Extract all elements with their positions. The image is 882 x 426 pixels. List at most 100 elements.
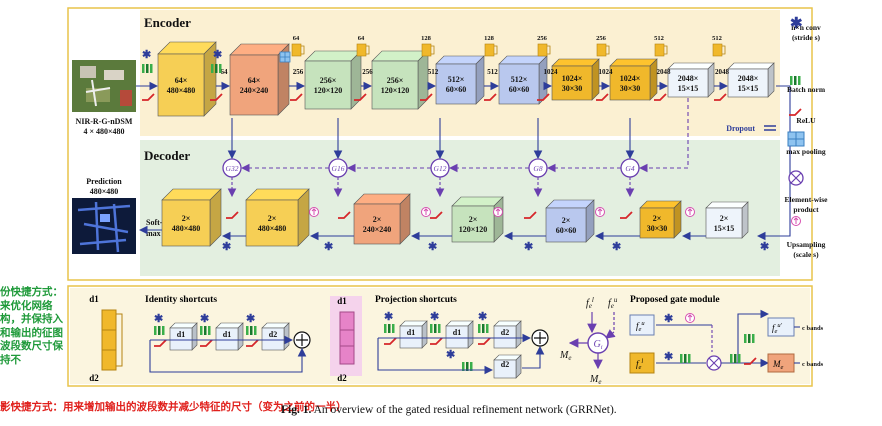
identity-conv-icon-1: ✱: [154, 313, 163, 325]
encoder-relu-mark-5: [420, 93, 433, 101]
softmax-label-2: max: [146, 229, 161, 238]
decoder-relu-icon-5: [620, 211, 633, 219]
encoder-block-6-label-1: 512×: [511, 75, 528, 84]
encoder-block-4-label-1: 256×: [387, 76, 404, 85]
decoder-block-7-label-2: 15×15: [714, 224, 735, 233]
decoder-block-2-label-1: 2×: [268, 214, 277, 223]
annotation-note-top: 份快捷方式：来优化网络构，并保持入和输出的征图波段数尺寸保持不: [0, 286, 63, 366]
svg-text:✱: ✱: [246, 313, 255, 325]
decoder-block-3-label-2: 240×240: [363, 225, 392, 234]
identity-skip-line: [149, 340, 307, 373]
svg-text:Me: Me: [772, 359, 784, 371]
projection-chain: d1✱d1✱d2✱d2✱: [377, 311, 549, 379]
projection-block-3-label-1: d2: [501, 328, 509, 337]
encoder-title: Encoder: [144, 15, 191, 30]
encoder-channel-label-4: 512: [428, 68, 439, 76]
projection-block-4: d2: [493, 354, 522, 379]
gate-module-bn-icon-1: [680, 354, 691, 363]
projection-relu-icon-2: [430, 337, 443, 345]
identity-block-1-label-1: d1: [177, 330, 185, 339]
decoder-conv-icon-1: ✱: [222, 241, 231, 253]
svg-text:✱: ✱: [213, 49, 222, 61]
svg-text:✱: ✱: [664, 351, 673, 363]
identity-conv-icon-2: ✱: [200, 313, 209, 325]
decoder-upsampling-icon-5: [685, 207, 695, 217]
encoder-block-3-label-1: 256×: [320, 76, 337, 85]
encoder-block-2: 64×240×240: [229, 43, 290, 116]
encoder-shortcut-label-7: 512: [654, 35, 664, 42]
encoder-shortcut-icon-7: [654, 43, 668, 57]
prediction-image: [72, 198, 136, 254]
projection-block-1-label-1: d1: [407, 328, 415, 337]
projection-block-4-label-1: d2: [501, 360, 509, 369]
legend-batch-norm-icon: [790, 76, 801, 85]
decoder-upsampling-icon-2: [421, 207, 431, 217]
input-size: 4 × 480×480: [83, 127, 124, 136]
encoder-block-5-label-2: 60×60: [446, 85, 467, 94]
decoder-block-7: 2×15×15: [705, 201, 749, 239]
svg-text:feu': feu': [772, 322, 783, 335]
encoder-layer: 64×480×48064×240×240256×120×120256×120×1…: [136, 35, 775, 117]
decoder-conv-icon-2: ✱: [324, 241, 333, 253]
decoder-block-5-label-1: 2×: [562, 216, 571, 225]
encoder-relu-mark-9: [654, 93, 667, 101]
svg-text:✱: ✱: [760, 241, 769, 253]
encoder-block-1-label-1: 64×: [175, 76, 188, 85]
encoder-shortcut-label-2: 64: [358, 35, 365, 42]
projection-d1-top: d1: [337, 296, 347, 306]
gate-label-3: G12: [434, 164, 447, 173]
gate-module-title: Proposed gate module: [630, 295, 720, 305]
identity-title: Identity shortcuts: [145, 295, 217, 305]
decoder-upsampling-icon-1: [309, 207, 319, 217]
encoder-block-2-label-2: 240×240: [240, 86, 269, 95]
legend-item-3-label-1: ReLU: [796, 116, 816, 125]
encoder-block-9-label-2: 15×15: [678, 84, 699, 93]
input-label: NIR-R-G-nDSM: [76, 117, 133, 126]
decoder-block-6: 2×30×30: [639, 200, 682, 239]
decoder-upsampling-icon-4: [595, 207, 605, 217]
decoder-block-4: 2×120×120: [451, 196, 504, 243]
gate-module-relu-icon: [744, 357, 757, 365]
top-frame: [67, 7, 813, 281]
gate-module-up-icon: [685, 313, 695, 323]
decoder-relu-icon-4: [524, 211, 537, 219]
legend-item-2-label-1: Batch norm: [787, 85, 826, 94]
decoder-upsampling-icon-3: [493, 207, 503, 217]
decoder-block-4-label-1: 2×: [469, 215, 478, 224]
gate-module-bn-icon-2: [730, 354, 741, 363]
identity-relu-icon-3: [246, 339, 259, 347]
prediction-label: Prediction: [86, 177, 122, 186]
gate-module-bn-icon-3: [744, 334, 755, 343]
svg-text:✱: ✱: [324, 241, 333, 253]
encoder-shortcut-icon-5: [537, 43, 551, 57]
encoder-channel-label-8: 2048: [657, 68, 672, 76]
encoder-block-9: 2048×15×15: [667, 62, 715, 98]
decoder-block-1: 2×480×480: [161, 188, 222, 247]
projection-conv-icon-3: ✱: [478, 311, 487, 323]
encoder-shortcut-label-6: 256: [596, 35, 607, 42]
legend-item-1-label-1: n×n conv: [791, 23, 821, 32]
encoder-shortcut-icon-1: [291, 43, 305, 57]
encoder-relu-mark-7: [537, 93, 550, 101]
encoder-block-1-label-2: 480×480: [167, 86, 196, 95]
identity-block-1: d1: [169, 322, 198, 351]
gate-label-2: G16: [332, 164, 345, 173]
projection-block-2: d1: [445, 320, 474, 349]
gate-detail-fl: fel: [586, 296, 594, 310]
legend-conv-icon: ✱: [790, 16, 803, 32]
caption-text: An overview of the gated residual refine…: [311, 404, 617, 416]
identity-relu-icon-2: [200, 339, 213, 347]
projection-conv-icon-1: ✱: [384, 311, 393, 323]
decoder-block-3-label-1: 2×: [373, 215, 382, 224]
legend-item-1-label-2: (stride s): [792, 33, 821, 42]
svg-text:✱: ✱: [384, 311, 393, 323]
legend-item-6-label-1: Upsampling: [787, 240, 826, 249]
svg-text:✱: ✱: [428, 241, 437, 253]
identity-d2-bottom: d2: [89, 373, 99, 383]
projection-bn-icon-3: [478, 324, 489, 333]
gate-cbands-2: c bands: [802, 361, 824, 368]
bottleneck-dashed-line: [638, 98, 689, 173]
encoder-shortcut-label-8: 512: [712, 35, 722, 42]
encoder-shortcut-icon-4: [484, 43, 498, 57]
